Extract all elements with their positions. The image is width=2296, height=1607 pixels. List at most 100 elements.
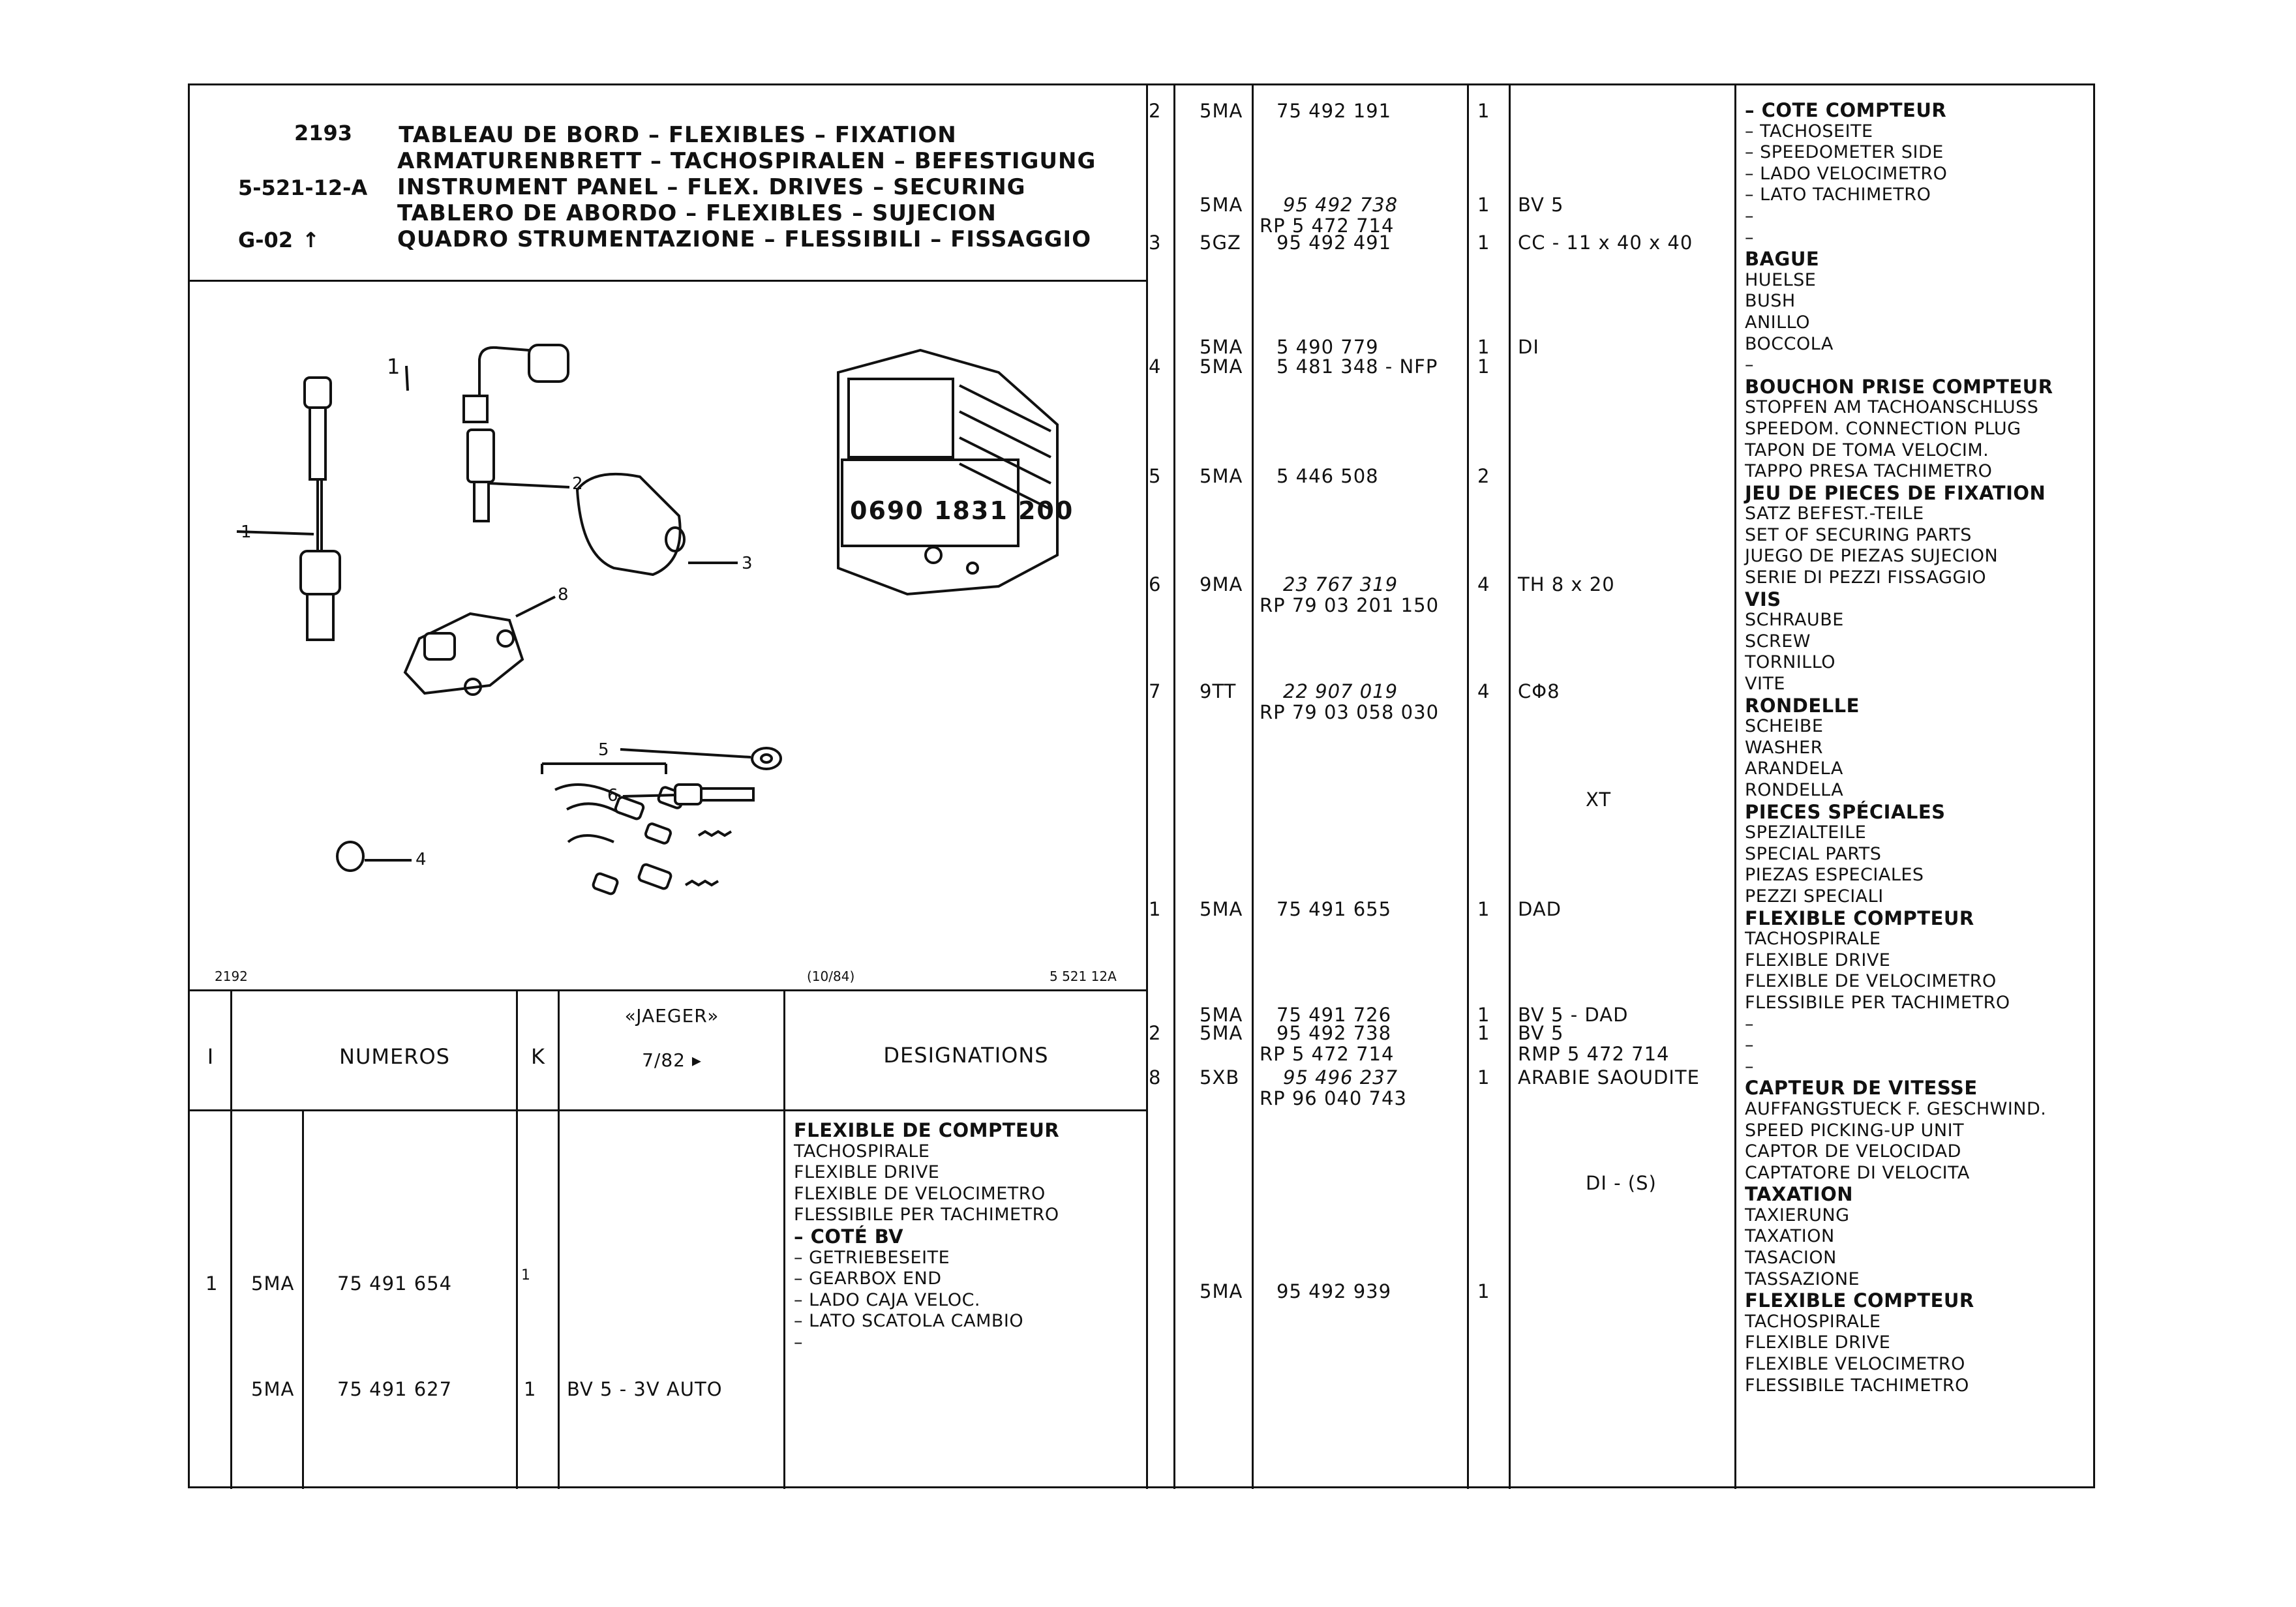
designation-line: TAPPO PRESA TACHIMETRO <box>1745 461 1993 482</box>
designation-line: – COTÉ BV <box>794 1225 904 1248</box>
col-header-designations: DESIGNATIONS <box>883 1043 1049 1068</box>
designation-line: PEZZI SPECIALI <box>1745 886 1884 907</box>
catalog-code: 5-521-12-A <box>238 175 368 200</box>
designation-line: CAPTEUR DE VITESSE <box>1745 1077 1978 1100</box>
designation-line: TACHOSPIRALE <box>1745 929 1881 950</box>
designation-line: JUEGO DE PIEZAS SUJECION <box>1745 546 1999 567</box>
designation-line: TACHOSPIRALE <box>794 1141 930 1162</box>
designation-line: JEU DE PIECES DE FIXATION <box>1745 481 2046 504</box>
designation-line: RONDELLA <box>1745 780 1844 800</box>
designation-line: VIS <box>1745 588 1781 610</box>
designation-line: TAXIERUNG <box>1745 1205 1850 1225</box>
designation-line: – GEARBOX END <box>794 1269 942 1289</box>
designation-line: – COTE COMPTEUR <box>1745 99 1947 121</box>
designation-line: TASSAZIONE <box>1745 1269 1860 1289</box>
group-code: G-02↑ <box>238 228 320 252</box>
callout-label: 4 <box>415 850 427 869</box>
designation-line: – LATO TACHIMETRO <box>1745 185 1931 205</box>
designation-line: FLEXIBLE DE COMPTEUR <box>794 1119 1060 1141</box>
designation-line: VITE <box>1745 674 1785 695</box>
designation-line: – LADO CAJA VELOC. <box>794 1289 981 1310</box>
designation-line: – LADO VELOCIMETRO <box>1745 163 1948 184</box>
designation-line: BOCCOLA <box>1745 333 1834 354</box>
col-header-jaeger: «JAEGER» <box>624 1005 719 1027</box>
exploded-view-figure: 1 1 2 3 4 5 6 7 8 0690 1831 200 0690 183… <box>190 281 1146 989</box>
designation-line: SCHRAUBE <box>1745 610 1844 631</box>
designation-line: HUELSE <box>1745 269 1817 290</box>
designation-line: FLEXIBLE DRIVE <box>1745 1332 1891 1353</box>
designation-line: ANILLO <box>1745 312 1811 333</box>
designation-line: FLESSIBILE TACHIMETRO <box>1745 1375 1969 1396</box>
designation-line: WASHER <box>1745 737 1823 758</box>
designation-line: – TACHOSEITE <box>1745 121 1873 142</box>
designation-line: PIECES SPÉCIALES <box>1745 800 1946 823</box>
designation-line: – LATO SCATOLA CAMBIO <box>794 1311 1024 1332</box>
designation-line: FLESSIBILE PER TACHIMETRO <box>794 1205 1059 1225</box>
col-header-jaeger-date: 7/82 ▸ <box>642 1049 702 1071</box>
designation-line: – <box>1745 227 1754 248</box>
designation-line: TORNILLO <box>1745 652 1836 673</box>
module-text: 0690 1831 200 <box>850 496 1074 525</box>
designation-line: – <box>1745 1035 1754 1056</box>
callout-label: 6 <box>607 786 618 805</box>
designation-line: FLEXIBLE DRIVE <box>794 1162 940 1183</box>
designation-line: FLEXIBLE COMPTEUR <box>1745 907 1974 929</box>
col-header-index: I <box>207 1044 215 1069</box>
designation-line: – <box>1745 1014 1754 1034</box>
parts-catalog-sheet: 2193 5-521-12-A G-02↑ TABLEAU DE BORD – … <box>188 83 2095 1489</box>
designation-line: SERIE DI PEZZI FISSAGGIO <box>1745 567 1987 588</box>
designation-line: SPEEDOM. CONNECTION PLUG <box>1745 418 2021 439</box>
figure-footer-mid: (10/84) <box>807 969 855 984</box>
designation-line: – <box>1745 355 1754 376</box>
designation-line: FLESSIBILE PER TACHIMETRO <box>1745 992 2010 1013</box>
designation-line: – <box>794 1332 803 1353</box>
callout-label: 5 <box>598 740 609 760</box>
designation-line: BUSH <box>1745 291 1796 312</box>
designation-line: TASACION <box>1745 1248 1837 1269</box>
designation-line: STOPFEN AM TACHOANSCHLUSS <box>1745 397 2039 418</box>
callout-label: 1 <box>387 354 400 379</box>
callout-label: 2 <box>572 474 583 494</box>
designation-line: SET OF SECURING PARTS <box>1745 524 1972 545</box>
designation-line: FLEXIBLE DRIVE <box>1745 950 1891 970</box>
designation-line: – GETRIEBESEITE <box>794 1247 950 1268</box>
designation-line: SCHEIBE <box>1745 716 1824 737</box>
designation-line: BAGUE <box>1745 248 1820 271</box>
col-header-k: K <box>531 1044 545 1069</box>
title-it: QUADRO STRUMENTAZIONE – FLESSIBILI – FIS… <box>397 226 1092 252</box>
designation-line: CAPTATORE DI VELOCITA <box>1745 1162 1970 1183</box>
designation-line: SPEZIALTEILE <box>1745 822 1867 843</box>
designation-line: SATZ BEFEST.-TEILE <box>1745 503 1924 524</box>
designation-line: FLEXIBLE DE VELOCIMETRO <box>794 1183 1046 1204</box>
designation-line: PIEZAS ESPECIALES <box>1745 865 1924 886</box>
designation-line: FLEXIBLE COMPTEUR <box>1745 1289 1974 1312</box>
designation-line: FLEXIBLE VELOCIMETRO <box>1745 1354 1965 1375</box>
designation-line: SPEED PICKING-UP UNIT <box>1745 1120 1965 1141</box>
designation-line: – <box>1745 1056 1754 1077</box>
designation-line: ARANDELA <box>1745 758 1843 779</box>
designation-line: AUFFANGSTUECK F. GESCHWIND. <box>1745 1098 2047 1119</box>
arrow-up-icon: ↑ <box>302 228 320 252</box>
callout-label: 3 <box>742 554 753 573</box>
callout-label: 1 <box>241 522 252 542</box>
page-number: 2193 <box>294 121 353 145</box>
title-fr: TABLEAU DE BORD – FLEXIBLES – FIXATION <box>399 122 957 148</box>
designation-line: BOUCHON PRISE COMPTEUR <box>1745 375 2053 398</box>
title-de: ARMATURENBRETT – TACHOSPIRALEN – BEFESTI… <box>397 148 1096 174</box>
designation-line: TAXATION <box>1745 1226 1835 1247</box>
designation-line: FLEXIBLE DE VELOCIMETRO <box>1745 971 1997 992</box>
figure-footer-left: 2192 <box>215 969 248 984</box>
designation-line: TAXATION <box>1745 1183 1854 1206</box>
right-designations: – COTE COMPTEUR– TACHOSEITE– SPEEDOMETER… <box>1745 100 2053 1396</box>
title-es: TABLERO DE ABORDO – FLEXIBLES – SUJECION <box>397 200 997 226</box>
figure-footer-right: 5 521 12A <box>1050 969 1117 984</box>
col-header-numbers: NUMEROS <box>339 1044 450 1069</box>
designation-line: RONDELLE <box>1745 694 1860 717</box>
designation-line: CAPTOR DE VELOCIDAD <box>1745 1141 1961 1162</box>
designation-line: SPECIAL PARTS <box>1745 843 1882 864</box>
designation-line: – <box>1745 205 1754 226</box>
title-en: INSTRUMENT PANEL – FLEX. DRIVES – SECURI… <box>397 174 1026 200</box>
designation-line: – SPEEDOMETER SIDE <box>1745 142 1944 163</box>
designation-line: SCREW <box>1745 631 1811 652</box>
